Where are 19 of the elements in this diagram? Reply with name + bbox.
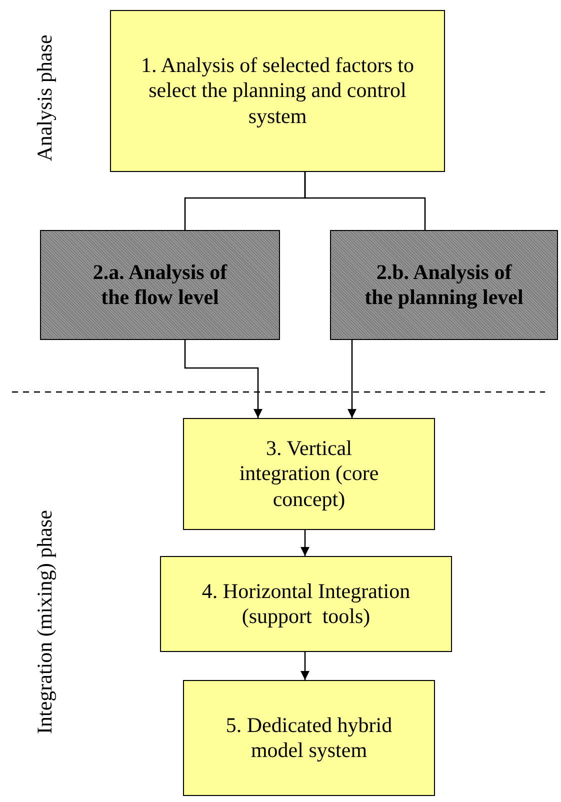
box-label: 2.a. Analysis of the flow level bbox=[92, 260, 228, 310]
box-label: 3. Vertical integration (core concept) bbox=[238, 436, 380, 512]
process-box bbox=[330, 230, 558, 340]
arrow bbox=[300, 530, 310, 556]
process-box bbox=[160, 556, 452, 652]
process-box bbox=[110, 10, 445, 172]
arrow bbox=[300, 652, 310, 680]
phase-label: Analysis phase bbox=[32, 34, 58, 162]
box-label: 2.b. Analysis of the planning level bbox=[364, 260, 524, 310]
box-label: 5. Dedicated hybrid model system bbox=[224, 712, 394, 764]
process-box bbox=[183, 680, 435, 796]
connector-line bbox=[304, 172, 426, 230]
phase-label: Integration (mixing) phase bbox=[32, 510, 58, 734]
process-box bbox=[183, 418, 435, 530]
box-label: 1. Analysis of selected factors to select the planning and control system bbox=[140, 53, 415, 129]
process-box bbox=[40, 230, 280, 340]
arrow bbox=[184, 340, 262, 418]
box-label: 4. Horizontal Integration (support tools) bbox=[200, 578, 412, 630]
arrow bbox=[348, 340, 356, 418]
